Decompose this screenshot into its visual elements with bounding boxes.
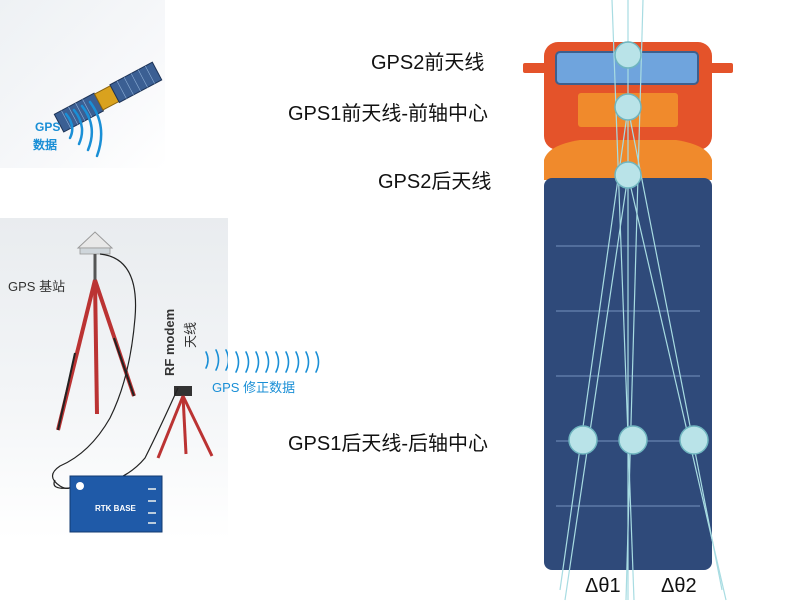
satellite-icon: [53, 61, 163, 133]
gps2-front-label: GPS2前天线: [371, 52, 485, 74]
rear-left-antenna-icon: [568, 425, 598, 455]
rf-tripod-icon: [156, 386, 214, 459]
right-mirror: [709, 63, 733, 73]
delta-theta2-label: Δθ2: [661, 575, 697, 597]
gps1-rear-antenna-icon: [618, 425, 648, 455]
satellite-panel: GPS 数据: [0, 0, 165, 168]
rtk-base-box: [69, 475, 163, 533]
gps-label: GPS: [35, 120, 61, 134]
base-tripod-icon: [56, 231, 136, 431]
rtk-base-label: RTK BASE: [95, 504, 136, 513]
left-mirror: [523, 63, 547, 73]
gps2-rear-antenna-icon: [614, 161, 642, 189]
gps2-front-antenna-icon: [614, 41, 642, 69]
data-label: 数据: [33, 138, 58, 152]
base-station-panel: GPS 基站 RF modem 天线 RTK BASE: [0, 218, 228, 540]
rear-right-antenna-icon: [679, 425, 709, 455]
base-station-label: GPS 基站: [8, 279, 66, 294]
signal-icon: [64, 100, 103, 158]
gps1-front-label: GPS1前天线-前轴中心: [288, 103, 489, 125]
satellite-illustration: [53, 61, 163, 158]
gps2-rear-label: GPS2后天线: [378, 171, 492, 193]
correction-signal-icon: [205, 349, 228, 371]
gps1-front-antenna-icon: [614, 93, 642, 121]
correction-data-label: GPS 修正数据: [212, 380, 296, 395]
gps1-rear-label: GPS1后天线-后轴中心: [288, 433, 489, 455]
base-station-illustration: [51, 231, 228, 533]
delta-theta1-label: Δθ1: [585, 575, 621, 597]
